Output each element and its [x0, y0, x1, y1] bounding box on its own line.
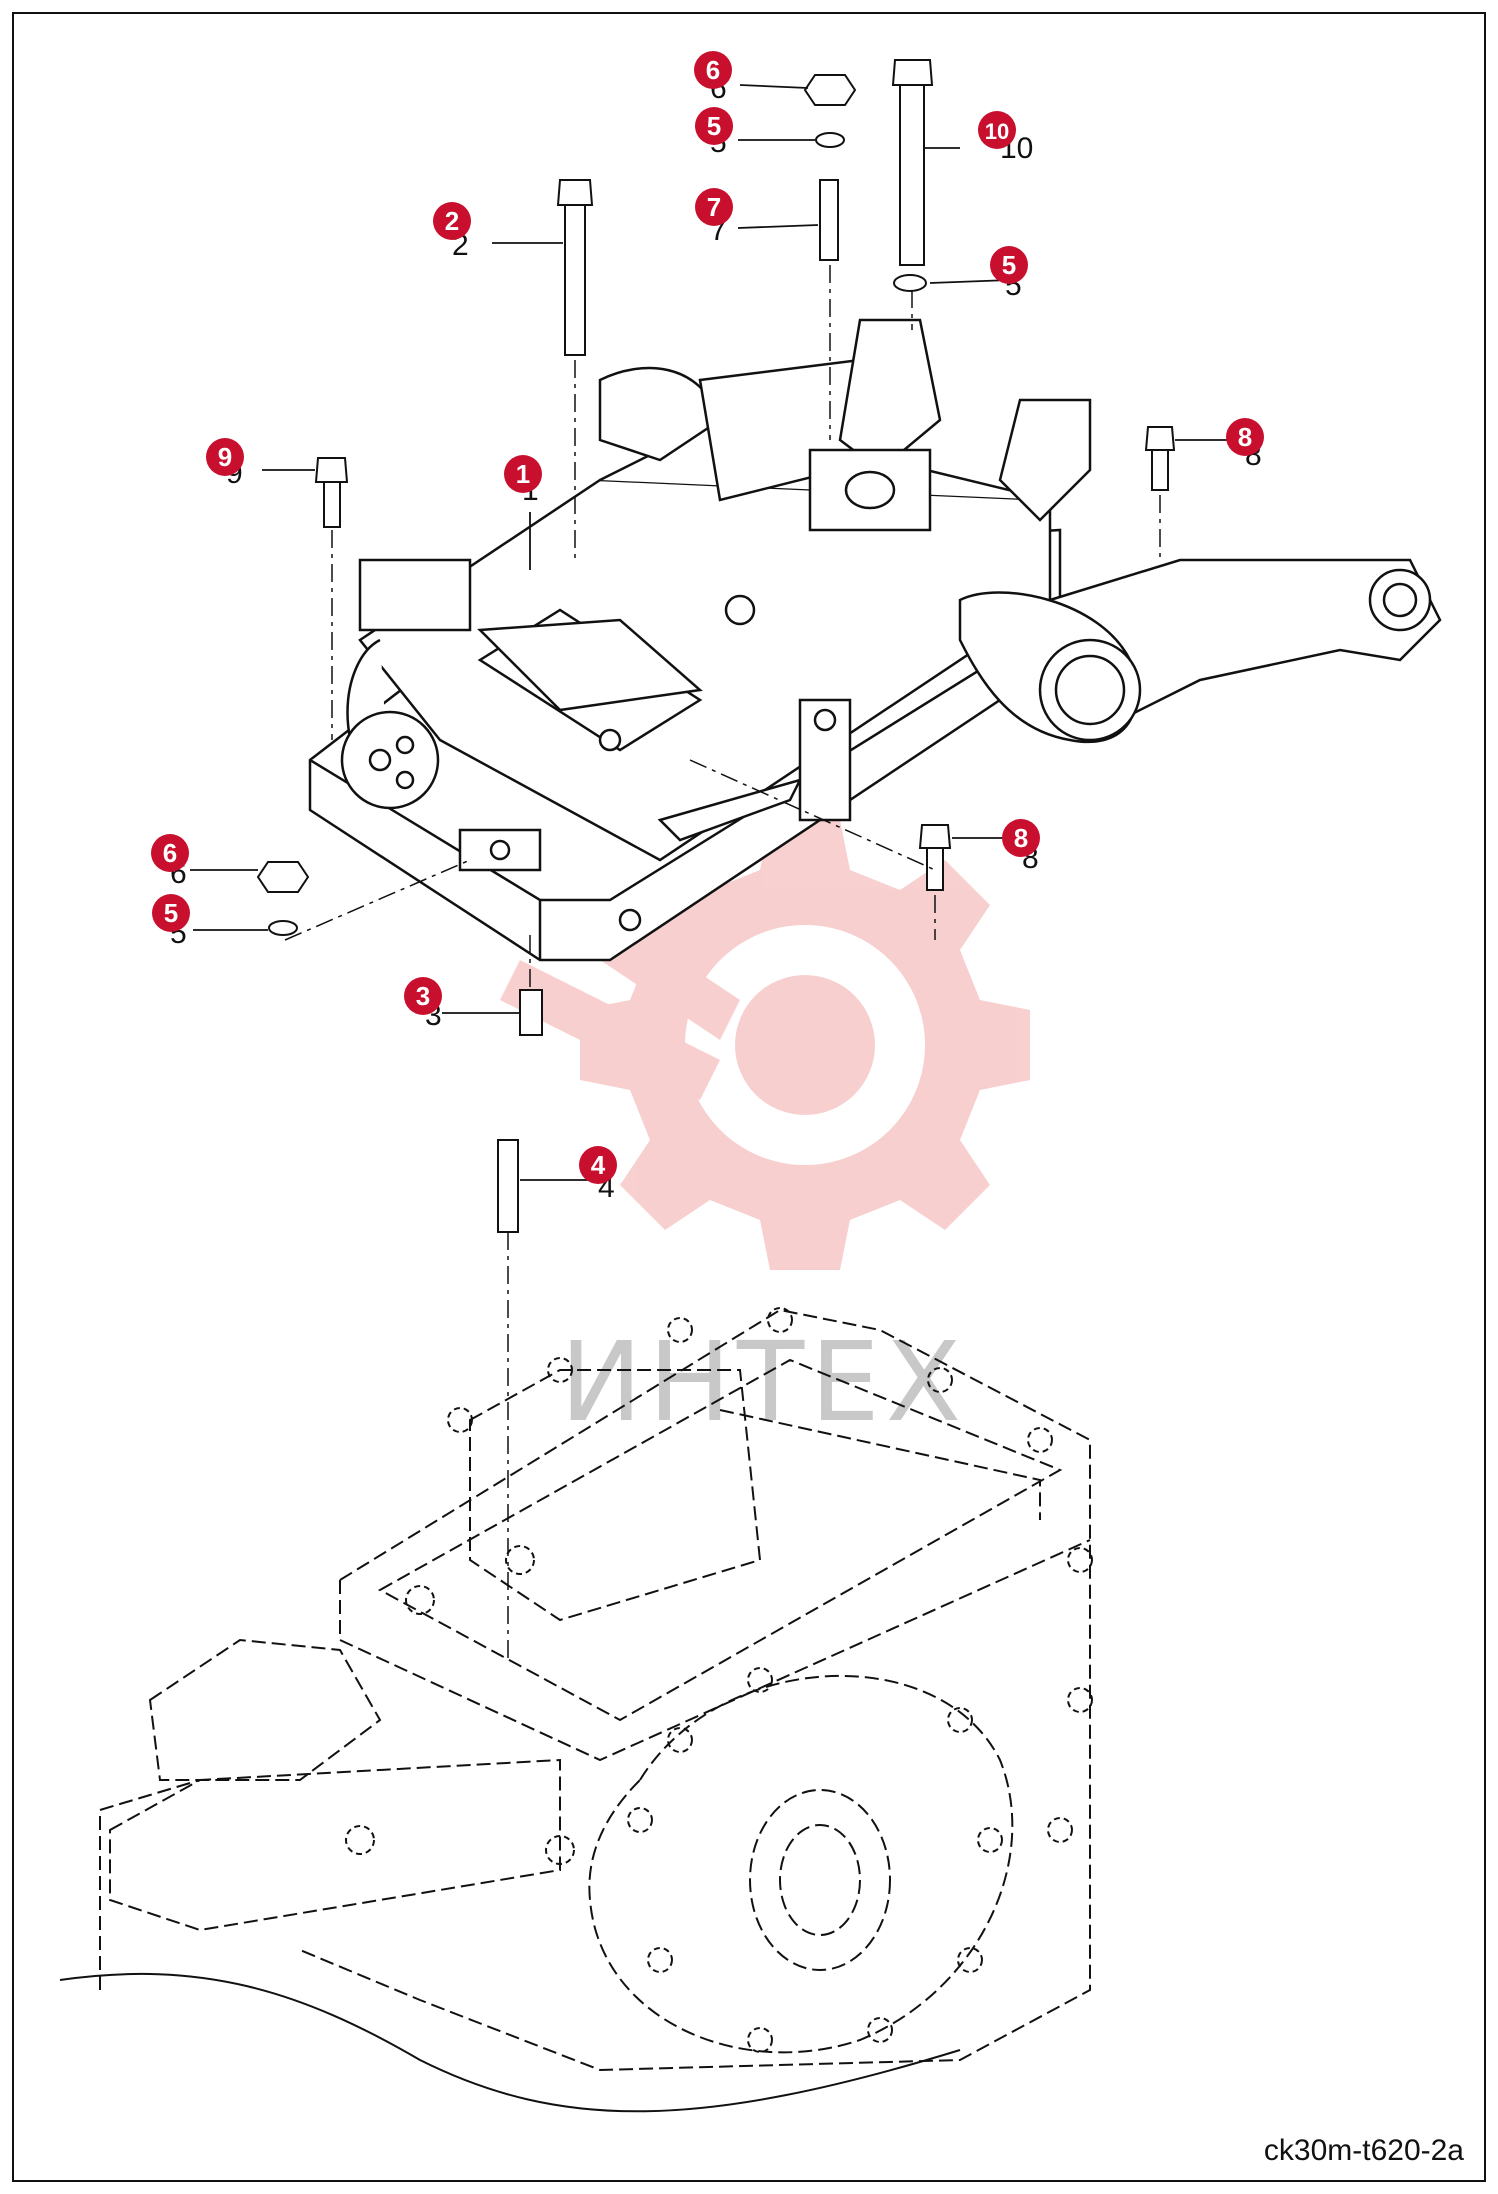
drawing-code: ck30m-t620-2a [1263, 2134, 1464, 2167]
svg-text:5: 5 [164, 898, 178, 928]
callout-5: 5 [990, 246, 1028, 284]
callout-markers: 6 5 7 10 5 2 9 1 8 6 5 8 3 4 [151, 51, 1264, 1184]
callout-5: 5 [695, 107, 733, 145]
svg-text:8: 8 [1014, 823, 1028, 853]
callout-6: 6 [694, 51, 732, 89]
cut-line [59, 1972, 961, 2113]
callout-5: 5 [152, 894, 190, 932]
svg-text:8: 8 [1238, 422, 1252, 452]
svg-text:1: 1 [516, 459, 530, 489]
callout-6: 6 [151, 834, 189, 872]
callout-9: 9 [206, 438, 244, 476]
svg-text:9: 9 [218, 442, 232, 472]
callout-4: 4 [579, 1146, 617, 1184]
svg-text:10: 10 [985, 119, 1009, 144]
svg-text:6: 6 [706, 55, 720, 85]
svg-text:4: 4 [591, 1150, 606, 1180]
transmission-housing [99, 1308, 1091, 2072]
callout-10: 10 [978, 111, 1016, 149]
center-lines [284, 265, 1161, 1660]
fasteners [256, 59, 1176, 1233]
svg-text:5: 5 [707, 111, 721, 141]
watermark-text: ИНТЕХ [560, 1318, 967, 1446]
svg-text:6: 6 [163, 838, 177, 868]
callout-8: 8 [1226, 418, 1264, 456]
svg-text:5: 5 [1002, 250, 1016, 280]
callout-2: 2 [433, 202, 471, 240]
svg-text:2: 2 [445, 206, 459, 236]
svg-text:3: 3 [416, 981, 430, 1011]
svg-text:7: 7 [707, 192, 721, 222]
housing-bolt-holes [345, 1307, 1093, 2053]
callout-7: 7 [695, 188, 733, 226]
callout-8: 8 [1002, 819, 1040, 857]
callout-3: 3 [404, 977, 442, 1015]
lift-housing [308, 318, 1442, 962]
callout-1: 1 [504, 455, 542, 493]
